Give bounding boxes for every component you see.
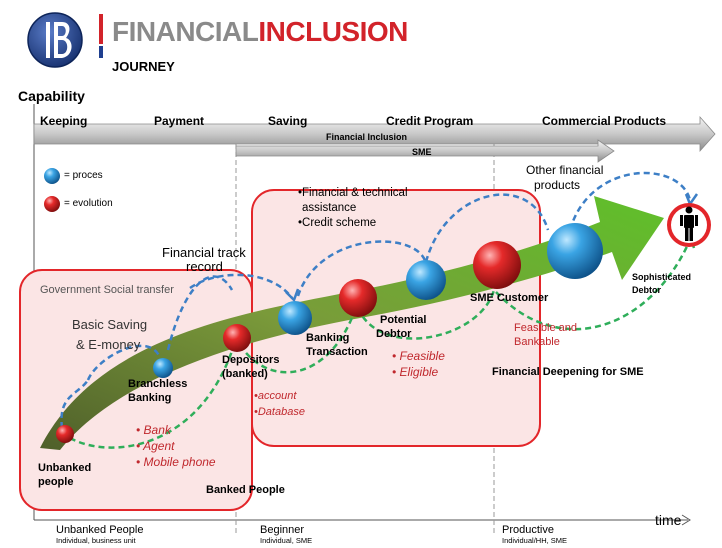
segment-productive-sub: Individual/HH, SME (502, 536, 568, 545)
banking-transaction-line2: Transaction (306, 346, 368, 358)
x-axis-arrowhead (681, 514, 691, 526)
financial-deepening-label: Financial Deepening for SME (492, 366, 644, 378)
blue-ball-icon (406, 260, 446, 300)
depositors-line1: Depositors (222, 354, 280, 366)
branchless-line2: Banking (128, 392, 172, 404)
banking-transaction-line1: Banking (306, 332, 350, 344)
other-products-line1: Other financial (526, 163, 604, 177)
sme-arrow (235, 139, 615, 163)
red-ball-icon (223, 324, 251, 352)
segment-beginner-title: Beginner (260, 524, 305, 536)
potential-debtor-line2: Debtor (376, 328, 412, 340)
basic-saving-line1: Basic Saving (72, 317, 148, 332)
financial-inclusion-label: Financial Inclusion (326, 132, 408, 142)
subtitle: JOURNEY (112, 59, 175, 74)
unbanked-line1: Unbanked (38, 462, 92, 474)
bullet-agent: • Agent (136, 439, 175, 453)
legend-red-ball-icon (44, 196, 60, 212)
bullet-bank: • Bank (136, 423, 171, 437)
bullet-database: •Database (254, 406, 305, 418)
financial-track-line2: record (186, 259, 223, 274)
potential-debtor-line1: Potential (380, 314, 427, 326)
basic-saving-line2: & E-money (76, 337, 141, 352)
sme-label: SME (412, 147, 432, 157)
feasible-bankable-line2: Bankable (514, 336, 560, 348)
legend-blue-ball-icon (44, 168, 60, 184)
y-axis-label: Capability (18, 88, 85, 104)
sme-customer-label: SME Customer (470, 292, 549, 304)
assist-line3: •Credit scheme (298, 217, 377, 229)
blue-ball-icon (278, 301, 312, 335)
bullet-mobile-phone: • Mobile phone (136, 455, 216, 469)
unbanked-line2: people (38, 476, 74, 488)
stage-commercial-products: Commercial Products (542, 114, 667, 128)
blue-ball-icon (547, 223, 603, 279)
depositors-line2: (banked) (222, 368, 268, 380)
bullet-feasible: • Feasible (392, 349, 445, 363)
stage-saving: Saving (268, 114, 308, 128)
banked-people-label: Banked People (206, 484, 285, 496)
segment-beginner-sub: Individual, SME (260, 536, 313, 545)
x-axis-label: time (655, 512, 682, 528)
legend-proces: = proces (64, 170, 103, 181)
segment-unbanked-sub: Individual, business unit (56, 536, 136, 545)
financial-track-line1: Financial track (162, 245, 246, 260)
red-ball-icon (473, 241, 521, 289)
bullet-eligible: • Eligible (392, 365, 439, 379)
sophisticated-line2: Debtor (632, 285, 661, 295)
red-ball-icon (339, 279, 377, 317)
person-icon (667, 203, 711, 247)
title-part2: INCLUSION (258, 16, 408, 47)
segment-unbanked-title: Unbanked People (56, 524, 144, 536)
segment-productive-title: Productive (502, 524, 554, 536)
red-ball-icon (56, 425, 74, 443)
other-products-line2: products (534, 178, 581, 192)
process-arrowhead (285, 288, 300, 303)
process-arcs (60, 171, 692, 429)
bullet-account: •account (254, 390, 297, 402)
stage-payment: Payment (154, 114, 205, 128)
title-part1: FINANCIAL (112, 16, 259, 47)
bank-logo-icon (27, 12, 103, 68)
branchless-line1: Branchless (128, 378, 188, 390)
feasible-bankable-line1: Feasible and (514, 322, 577, 334)
process-arrowhead (684, 193, 699, 207)
blue-ball-icon (153, 358, 173, 378)
assist-line2: assistance (302, 202, 357, 214)
legend-evolution: = evolution (64, 198, 113, 209)
stage-credit-program: Credit Program (386, 114, 474, 128)
title: FINANCIALINCLUSION (112, 16, 408, 48)
gov-social-transfer: Government Social transfer (40, 284, 174, 296)
assist-line1: •Financial & technical (298, 187, 408, 199)
stage-arrow (33, 115, 716, 153)
stage-keeping: Keeping (40, 114, 88, 128)
sophisticated-line1: Sophisticated (632, 272, 692, 282)
evolution-arcs (69, 239, 692, 449)
